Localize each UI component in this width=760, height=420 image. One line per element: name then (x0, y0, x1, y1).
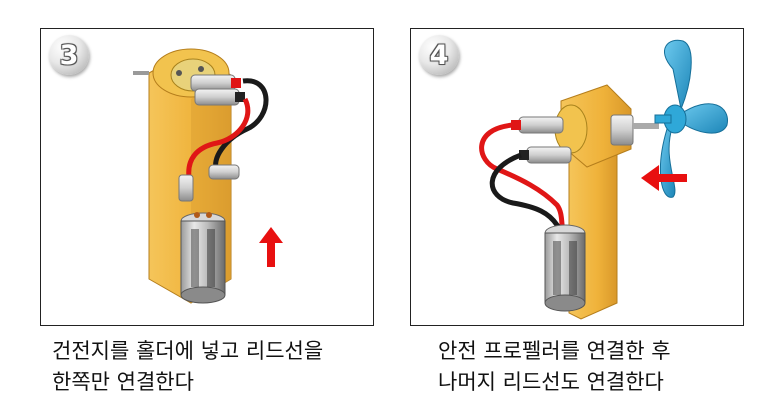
caption-line-1: 건전지를 홀더에 넣고 리드선을 (52, 339, 324, 363)
loose-connectors (178, 164, 240, 202)
up-arrow (259, 227, 283, 267)
black-wire (213, 78, 269, 173)
step-4-panel: 4 (410, 28, 744, 326)
step-4-illustration (479, 39, 728, 320)
caption-line-1: 안전 프로펠러를 연결한 후 (438, 339, 671, 363)
propeller (654, 39, 728, 198)
left-arrow (641, 165, 687, 191)
step-4-caption: 안전 프로펠러를 연결한 후 나머지 리드선도 연결한다 (438, 336, 671, 398)
motor (554, 84, 659, 168)
battery-holder (180, 212, 226, 304)
step-3-badge: 3 (49, 35, 89, 75)
black-wire (489, 152, 565, 237)
step-3-panel: 3 (40, 28, 374, 326)
caption-line-2: 나머지 리드선도 연결한다 (438, 370, 664, 394)
motor-connectors (511, 116, 572, 164)
red-wire (479, 122, 566, 231)
step-number: 4 (429, 39, 449, 71)
red-wire (186, 97, 251, 178)
battery-holder (544, 224, 586, 312)
step-3-illustration (133, 48, 283, 304)
step-number: 3 (59, 39, 79, 71)
motor-connectors (190, 74, 245, 106)
step-4-badge: 4 (419, 35, 459, 75)
caption-line-2: 한쪽만 연결한다 (52, 370, 194, 394)
step-3-caption: 건전지를 홀더에 넣고 리드선을 한쪽만 연결한다 (52, 336, 323, 398)
